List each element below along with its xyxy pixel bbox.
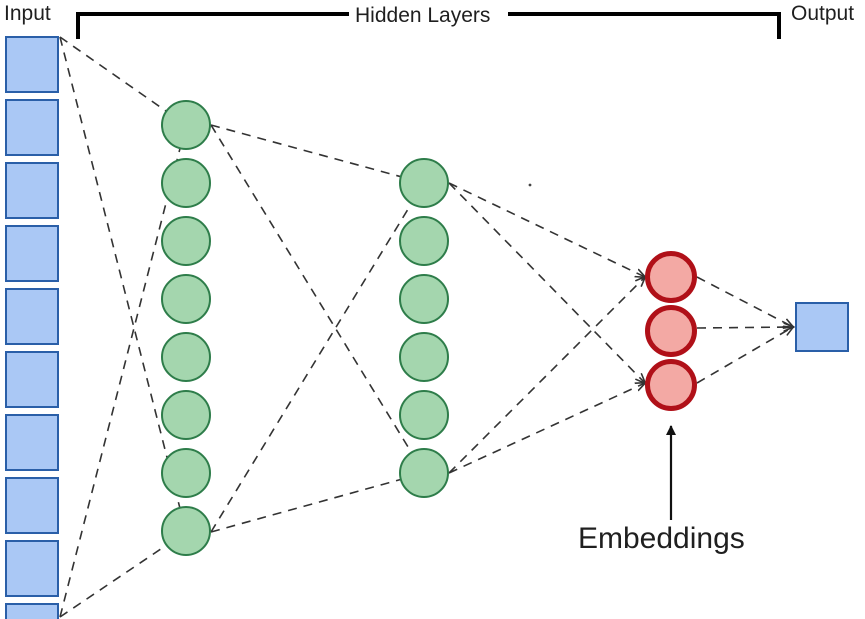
connection-line — [696, 327, 793, 328]
connection-line — [210, 183, 424, 533]
output-label: Output — [791, 2, 855, 25]
input-layer-node — [5, 99, 59, 156]
input-layer-node — [5, 414, 59, 471]
connection-line — [696, 327, 793, 384]
hidden-layer-2-node — [399, 448, 449, 498]
input-layer-node — [5, 477, 59, 534]
input-layer-node — [5, 36, 59, 93]
input-layer-node — [5, 162, 59, 219]
hidden-layer-2-node — [399, 158, 449, 208]
hidden-layer-1-node — [161, 100, 211, 150]
connection-line — [210, 124, 424, 473]
input-layer-node — [5, 351, 59, 408]
hidden-layer-1-node — [161, 506, 211, 556]
input-layer-node — [5, 603, 59, 619]
hidden-layers-label: Hidden Layers — [352, 5, 494, 26]
input-layer-node — [5, 540, 59, 597]
stray-dot-artifact — [528, 183, 532, 187]
embedding-layer-node — [645, 359, 697, 411]
input-layer-node — [5, 225, 59, 282]
stray-dot — [528, 183, 532, 187]
hidden-layer-1-node — [161, 390, 211, 440]
embeddings-label: Embeddings — [578, 522, 745, 555]
hidden-layer-2-node — [399, 274, 449, 324]
hidden-layer-2-node — [399, 216, 449, 266]
embedding-layer-node — [645, 305, 697, 357]
hidden-layer-1-node — [161, 216, 211, 266]
connection-line — [448, 182, 645, 383]
connection-line — [448, 383, 645, 474]
hidden-layer-1-node — [161, 274, 211, 324]
embedding-layer-node — [645, 251, 697, 303]
connection-line — [448, 182, 645, 277]
hidden-layer-1-node — [161, 448, 211, 498]
connection-line — [696, 276, 793, 327]
hidden-layer-2-node — [399, 390, 449, 440]
connection-line — [210, 473, 424, 533]
connection-line — [210, 124, 424, 183]
input-label: Input — [4, 2, 51, 25]
hidden-layer-1-node — [161, 332, 211, 382]
output-layer-node — [795, 302, 849, 352]
hidden-layer-1-node — [161, 158, 211, 208]
hidden-layer-2-node — [399, 332, 449, 382]
input-layer-node — [5, 288, 59, 345]
connection-line — [448, 277, 645, 474]
